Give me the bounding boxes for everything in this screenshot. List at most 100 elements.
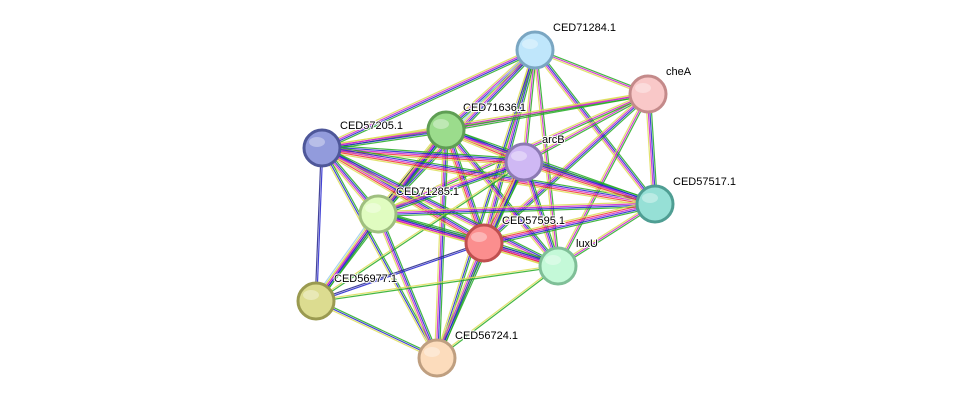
edge-evidence-line xyxy=(483,201,655,243)
node-circle[interactable] xyxy=(302,128,342,168)
edge-evidence-line xyxy=(322,146,559,266)
edge-evidence-line xyxy=(435,242,484,358)
edge-evidence-line xyxy=(535,49,657,204)
node-highlight xyxy=(635,83,651,93)
edge-evidence-line xyxy=(434,49,535,358)
edge-evidence-line xyxy=(315,300,438,359)
node-circle[interactable] xyxy=(426,110,466,150)
edge-ced57517-1-ced57595-1[interactable] xyxy=(483,200,656,247)
node-label: CED56977.1 xyxy=(334,273,397,285)
edge-evidence-line xyxy=(483,92,648,243)
node-ced71284-1[interactable]: CED71284.1 xyxy=(515,21,617,70)
edge-layer xyxy=(312,47,658,360)
edge-ced56977-1-ced56724-1[interactable] xyxy=(315,299,438,360)
edge-ced71284-1-ced57517-1[interactable] xyxy=(532,48,658,206)
node-ced57517-1[interactable]: CED57517.1 xyxy=(635,175,737,224)
edge-evidence-line xyxy=(320,148,437,360)
node-highlight xyxy=(433,119,449,129)
node-ced56724-1[interactable]: CED56724.1 xyxy=(417,329,519,378)
edge-evidence-line xyxy=(484,206,656,247)
node-highlight xyxy=(471,232,487,242)
node-label: CED71285.1 xyxy=(396,186,459,198)
edge-evidence-line xyxy=(558,94,650,268)
node-ced57595-1[interactable]: CED57595.1 xyxy=(464,214,566,263)
edge-ced71284-1-ced57205-1[interactable] xyxy=(320,47,537,151)
edge-luxu-ced56724-1[interactable] xyxy=(436,264,559,360)
node-circle[interactable] xyxy=(504,142,544,182)
node-ced71636-1[interactable]: CED71636.1 xyxy=(426,101,527,150)
node-circle[interactable] xyxy=(635,184,675,224)
edge-evidence-line xyxy=(535,47,649,94)
edge-evidence-line xyxy=(434,241,483,358)
edge-ced57517-1-ced71285-1[interactable] xyxy=(377,201,656,217)
node-ced71285-1[interactable]: CED71285.1 xyxy=(358,185,460,234)
edge-evidence-line xyxy=(314,147,322,301)
node-highlight xyxy=(424,347,440,357)
edge-ced57205-1-ced56977-1[interactable] xyxy=(314,147,324,302)
node-ced57205-1[interactable]: CED57205.1 xyxy=(302,119,404,168)
node-highlight xyxy=(365,203,381,213)
edge-evidence-line xyxy=(378,162,525,216)
node-highlight xyxy=(522,39,538,49)
edge-evidence-line xyxy=(377,201,655,213)
node-circle[interactable] xyxy=(515,30,555,70)
edge-evidence-line xyxy=(378,163,526,217)
edge-arcb-ced56977-1[interactable] xyxy=(315,160,525,303)
edge-arcb-ced71285-1[interactable] xyxy=(376,159,526,217)
node-label: CED57517.1 xyxy=(673,176,736,188)
node-highlight xyxy=(303,290,319,300)
edge-evidence-line xyxy=(322,144,656,202)
edge-evidence-line xyxy=(316,299,438,358)
edge-evidence-line xyxy=(315,241,484,301)
node-label: CED57595.1 xyxy=(502,215,565,227)
edge-evidence-line xyxy=(483,203,656,244)
edge-evidence-line xyxy=(315,301,437,360)
edge-ced57595-1-ced56724-1[interactable] xyxy=(434,241,487,360)
edge-evidence-line xyxy=(321,48,535,148)
node-circle[interactable] xyxy=(628,74,668,114)
edge-evidence-line xyxy=(316,148,324,302)
edge-evidence-line xyxy=(436,49,536,359)
node-label: cheA xyxy=(666,66,692,78)
edge-evidence-line xyxy=(377,202,655,214)
node-label: CED71636.1 xyxy=(463,102,526,114)
edge-evidence-line xyxy=(481,91,647,242)
node-ced56977-1[interactable]: CED56977.1 xyxy=(296,272,398,321)
node-circle[interactable] xyxy=(358,194,398,234)
node-luxu[interactable]: luxU xyxy=(538,237,599,286)
edge-evidence-line xyxy=(377,160,524,214)
edge-luxu-ced56977-1[interactable] xyxy=(315,264,559,303)
edge-evidence-line xyxy=(321,147,438,359)
edge-evidence-line xyxy=(322,145,560,265)
edge-evidence-line xyxy=(320,148,484,245)
edge-evidence-line xyxy=(444,130,558,267)
edge-evidence-line xyxy=(536,48,658,203)
edge-evidence-line xyxy=(556,92,648,266)
node-chea[interactable]: cheA xyxy=(628,65,693,114)
edge-evidence-line xyxy=(322,51,537,151)
edge-ced71284-1-chea[interactable] xyxy=(534,47,649,97)
node-highlight xyxy=(309,137,325,147)
edge-evidence-line xyxy=(445,129,485,244)
edge-evidence-line xyxy=(322,145,656,204)
edge-evidence-line xyxy=(322,144,525,160)
edge-arcb-ced57517-1[interactable] xyxy=(522,158,657,208)
node-circle[interactable] xyxy=(296,281,336,321)
node-arcb[interactable]: arcB xyxy=(504,133,566,182)
node-label: luxU xyxy=(576,238,598,250)
edge-evidence-line xyxy=(321,127,446,147)
node-circle[interactable] xyxy=(464,223,504,263)
edge-ced57595-1-ced56977-1[interactable] xyxy=(315,241,485,303)
edge-evidence-line xyxy=(321,128,446,148)
edge-ced71285-1-ced56724-1[interactable] xyxy=(375,212,440,360)
edge-evidence-line xyxy=(376,214,437,359)
node-label: CED56724.1 xyxy=(455,330,518,342)
node-circle[interactable] xyxy=(538,246,578,286)
edge-chea-luxu[interactable] xyxy=(556,92,650,268)
edge-evidence-line xyxy=(437,243,486,359)
node-circle[interactable] xyxy=(417,338,457,378)
edge-evidence-line xyxy=(316,243,485,303)
edge-evidence-line xyxy=(315,160,524,301)
edge-evidence-line xyxy=(378,205,656,217)
